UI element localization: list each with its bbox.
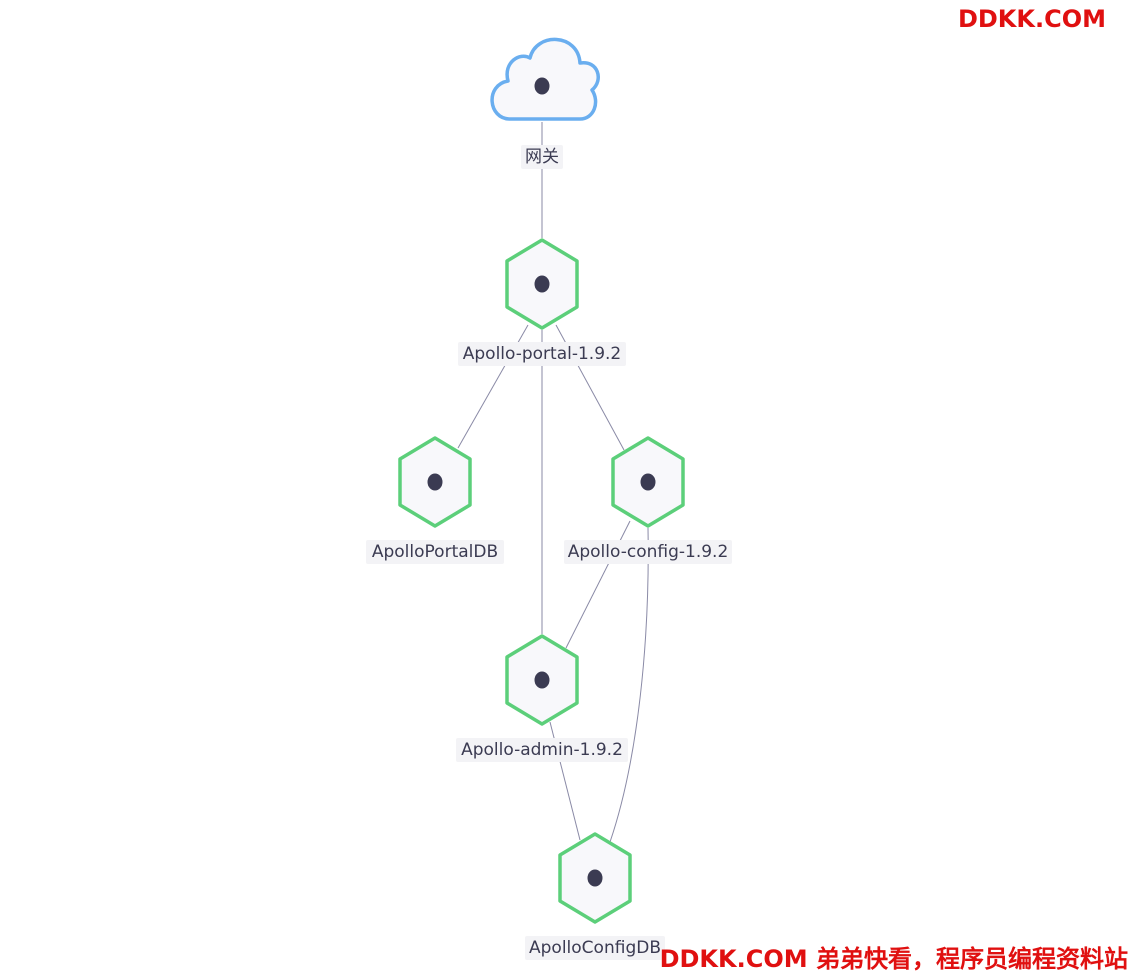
node-dot-icon — [534, 671, 550, 689]
node-dot-icon — [587, 869, 603, 887]
node-apollo-configdb[interactable]: ApolloConfigDB — [525, 832, 665, 960]
node-dot-icon — [427, 473, 443, 491]
node-label-configdb: ApolloConfigDB — [529, 938, 661, 958]
node-label-portal: Apollo-portal-1.9.2 — [463, 344, 622, 364]
node-gateway[interactable]: 网关 — [490, 37, 600, 169]
node-dot-icon — [534, 275, 550, 293]
node-label-portaldb: ApolloPortalDB — [372, 542, 498, 562]
edge-config-configdb — [609, 527, 649, 843]
node-label-bg — [366, 540, 504, 564]
node-label-bg — [456, 738, 628, 762]
watermark-bottom: DDKK.COM 弟弟快看，程序员编程资料站 — [659, 945, 1128, 973]
node-label-bg — [564, 540, 732, 564]
node-apollo-config[interactable]: Apollo-config-1.9.2 — [564, 436, 732, 564]
node-label-bg — [521, 145, 563, 169]
node-dot-icon — [534, 77, 550, 95]
node-label-gateway: 网关 — [525, 147, 559, 167]
node-apollo-admin[interactable]: Apollo-admin-1.9.2 — [456, 634, 628, 762]
node-label-admin: Apollo-admin-1.9.2 — [461, 740, 623, 760]
watermark-top: DDKK.COM — [957, 5, 1106, 33]
node-apollo-portaldb[interactable]: ApolloPortalDB — [366, 436, 504, 564]
node-dot-icon — [640, 473, 656, 491]
node-apollo-portal[interactable]: Apollo-portal-1.9.2 — [458, 238, 626, 366]
node-label-config: Apollo-config-1.9.2 — [568, 542, 729, 562]
node-label-bg — [458, 342, 626, 366]
node-label-bg — [525, 936, 665, 960]
